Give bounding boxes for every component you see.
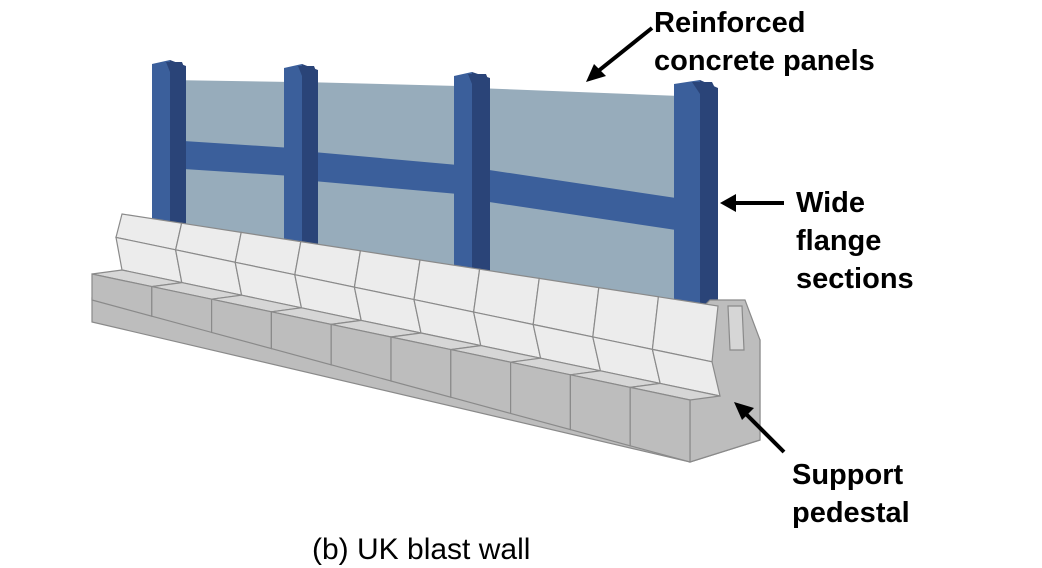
wide-flange-post-1	[152, 60, 186, 270]
wide-flange-sections	[152, 60, 718, 312]
pedestal-block	[390, 259, 482, 398]
arrow-flange-head	[720, 194, 736, 212]
blast-wall-diagram: Reinforced concrete panels Wide flange s…	[91, 4, 914, 566]
horizontal-beams	[168, 140, 676, 230]
pedestal-block	[510, 277, 602, 431]
pedestal-block	[569, 286, 661, 447]
label-line: concrete panels	[654, 45, 875, 77]
callout-arrows	[586, 26, 786, 454]
label-reinforced-concrete-panels: Reinforced concrete panels	[654, 4, 875, 80]
label-line: Wide	[796, 187, 866, 219]
arrow-panels	[590, 26, 654, 78]
label-line: pedestal	[792, 497, 910, 529]
pedestal-block	[211, 231, 303, 350]
wide-flange-post-3	[454, 72, 490, 298]
horizontal-beam-1	[168, 140, 292, 176]
arrow-panels-head	[586, 64, 606, 82]
arrow-pedestal	[740, 408, 786, 454]
pedestal-block	[270, 240, 362, 366]
pedestal-block	[450, 268, 542, 415]
figure-caption: (b) UK blast wall	[312, 533, 531, 566]
wide-flange-post-2	[284, 64, 318, 285]
horizontal-beam-3	[476, 168, 676, 230]
support-pedestal	[91, 213, 761, 463]
label-line: Reinforced	[654, 7, 806, 39]
concrete-panel-2	[302, 82, 458, 300]
label-line: Support	[792, 459, 904, 491]
label-line: flange	[796, 225, 882, 257]
pedestal-block	[330, 250, 422, 382]
label-line: sections	[796, 263, 914, 295]
blast-wall-illustration	[91, 26, 786, 463]
pedestal-block	[629, 296, 721, 463]
label-wide-flange-sections: Wide flange sections	[796, 184, 914, 298]
wide-flange-post-4	[674, 80, 718, 312]
horizontal-beam-2	[302, 151, 458, 194]
arrow-pedestal-head	[734, 402, 754, 420]
pedestal-block	[151, 222, 243, 334]
label-support-pedestal: Support pedestal	[792, 456, 910, 532]
